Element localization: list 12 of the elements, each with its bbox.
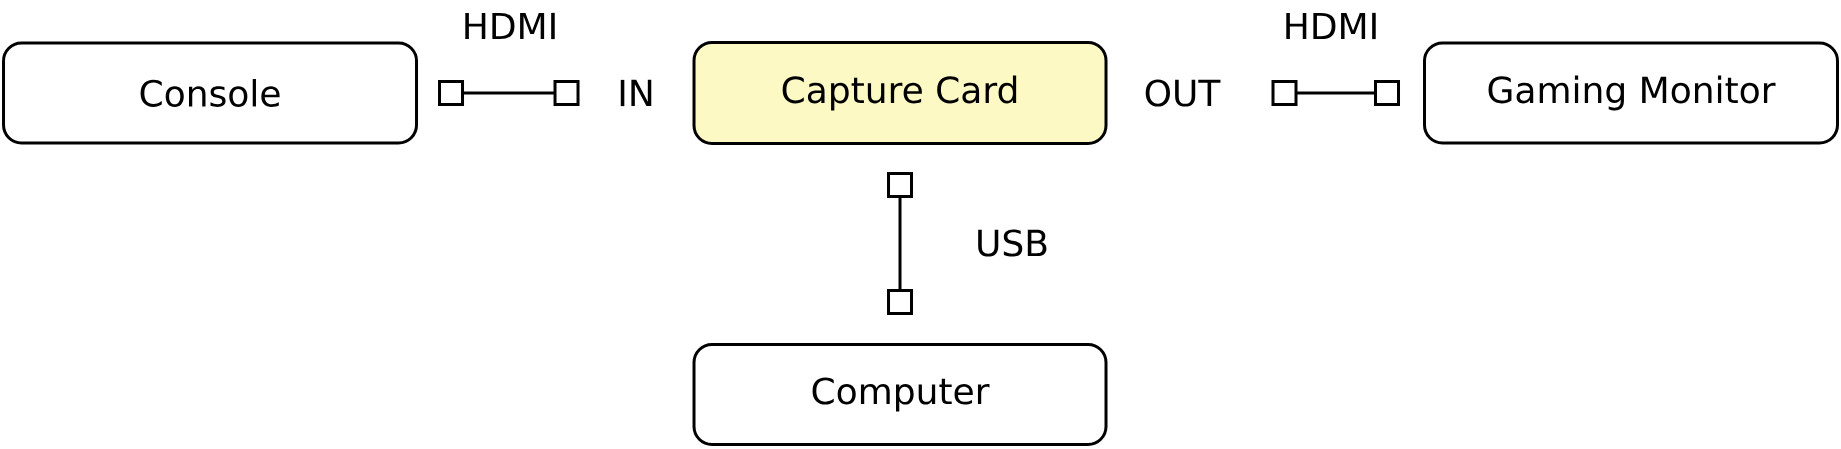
cable-connector <box>887 172 913 315</box>
edge-label: HDMI <box>1286 12 1376 40</box>
edge-label: USB <box>978 229 1047 257</box>
cable-connector <box>438 80 580 106</box>
port-label: IN <box>620 79 652 107</box>
device-box: Gaming Monitor <box>1423 41 1839 145</box>
device-box: Capture Card <box>692 41 1108 145</box>
device-box: Console <box>2 41 418 145</box>
device-box: Computer <box>692 343 1108 446</box>
port-label: OUT <box>1145 79 1221 107</box>
cable-connector <box>1271 80 1400 106</box>
edge-label: HDMI <box>465 12 555 40</box>
